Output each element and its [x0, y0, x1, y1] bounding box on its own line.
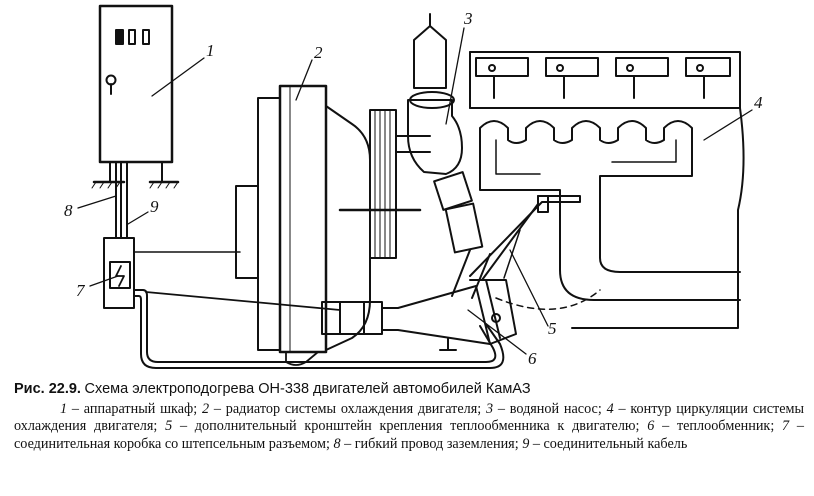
callout-8: 8 — [64, 201, 73, 220]
legend-num-9: 9 — [522, 435, 530, 452]
bracket-drawing — [469, 195, 581, 281]
legend-num-8: 8 — [333, 435, 341, 452]
callout-5: 5 — [548, 319, 557, 338]
callout-6: 6 — [528, 349, 537, 368]
legend-num-3: 3 — [486, 400, 494, 417]
diagram-figure: 1 2 3 4 5 6 7 8 9 — [64, 4, 763, 369]
cabinet-drawing — [91, 4, 180, 189]
legend-num-4: 4 — [606, 400, 614, 417]
legend-num-6: 6 — [647, 418, 655, 435]
caption-title: Схема электроподогрева ОН-338 двигателей… — [84, 381, 531, 397]
legend-text-4: – контур циркуляции системы охлаждения д… — [14, 400, 805, 435]
heat-exchanger-drawing — [321, 279, 517, 351]
legend-text-7: – соединительная коробка со штепсельным … — [14, 418, 804, 452]
loop-tubes-drawing — [133, 289, 505, 369]
hose-drawing — [451, 249, 491, 299]
legend-text-5: – дополнительный кронштейн крепления теп… — [172, 418, 648, 435]
radiator-drawing — [235, 84, 371, 366]
caption-legend: 1 – аппаратный шкаф; 2 – радиатор систем… — [14, 401, 804, 454]
legend-num-5: 5 — [165, 418, 173, 435]
legend-text-3: – водяной насос; — [493, 400, 607, 417]
callout-7: 7 — [76, 281, 86, 300]
legend-text-6: – теплообменник; — [654, 418, 783, 435]
legend-text-9: – соединительный кабель — [529, 435, 688, 452]
callout-1: 1 — [206, 41, 215, 60]
pulley-drawing — [338, 109, 431, 259]
callout-4: 4 — [754, 93, 763, 112]
legend-text-8: – гибкий провод заземления; — [340, 435, 523, 452]
connection-box-drawing — [103, 237, 241, 309]
legend-text-1: – аппаратный шкаф; — [67, 400, 202, 417]
caption-figure-number: Рис. 22.9. — [14, 381, 81, 397]
figure-caption: Рис. 22.9. Схема электроподогрева ОН-338… — [14, 381, 804, 453]
legend-text-2: – радиатор системы охлаждения двигателя; — [209, 400, 486, 417]
cables-drawing — [115, 161, 128, 239]
legend-num-2: 2 — [201, 400, 210, 417]
caption-title-row: Рис. 22.9. Схема электроподогрева ОН-338… — [14, 381, 804, 399]
legend-num-7: 7 — [782, 418, 790, 435]
legend-num-1: 1 — [60, 400, 68, 417]
callout-2: 2 — [314, 43, 323, 62]
engine-block-drawing — [469, 51, 745, 329]
water-pump-drawing — [407, 13, 484, 254]
leader-lines — [77, 27, 753, 355]
callout-9: 9 — [150, 197, 159, 216]
callout-3: 3 — [463, 9, 473, 28]
